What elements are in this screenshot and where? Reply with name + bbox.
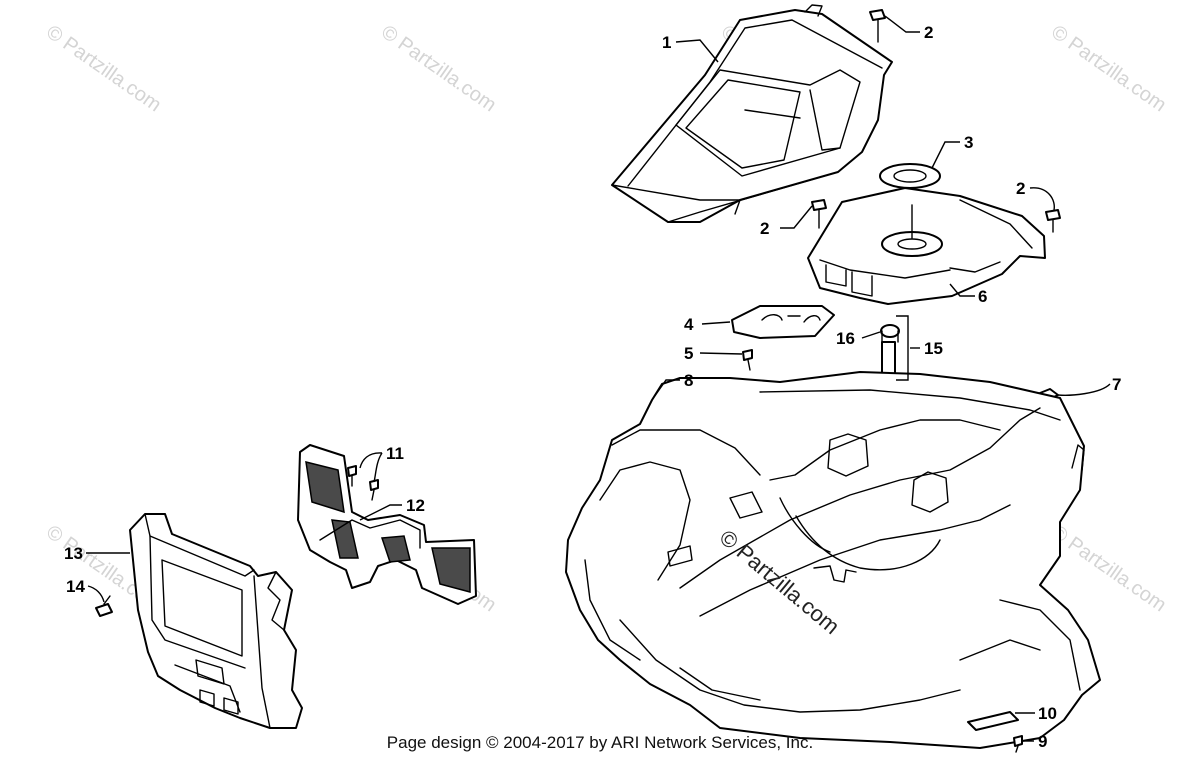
- part-5-screw[interactable]: [742, 349, 753, 371]
- callout-13: 13: [64, 544, 83, 563]
- callout-1: 1: [662, 33, 671, 52]
- part-10-strip[interactable]: [967, 711, 1019, 731]
- part-14-bolt[interactable]: [95, 595, 113, 617]
- callout-2-top: 2: [924, 23, 933, 42]
- part-13-front-bumper[interactable]: [129, 513, 303, 729]
- part-12-grille[interactable]: [297, 444, 477, 605]
- leader-lines: [86, 15, 1111, 742]
- callout-7: 7: [1112, 375, 1121, 394]
- callout-labels: 1 2 3 2 2 6 4 16 15 5 8 7 11 12 13 14 10…: [64, 23, 1121, 751]
- callout-9: 9: [1038, 732, 1047, 751]
- part-9-screw[interactable]: [1013, 735, 1023, 753]
- callout-12: 12: [406, 496, 425, 515]
- part-8-front-fender[interactable]: [565, 371, 1101, 749]
- callout-2-right: 2: [1016, 179, 1025, 198]
- callout-14: 14: [66, 577, 85, 596]
- callout-3: 3: [964, 133, 973, 152]
- part-2-bolt-left[interactable]: [811, 199, 827, 229]
- watermark-bottom-right: © Partzilla.com: [1047, 521, 1170, 616]
- callout-16: 16: [836, 329, 855, 348]
- watermark-top-left: © Partzilla.com: [42, 21, 165, 116]
- part-11-screw-b[interactable]: [369, 479, 379, 501]
- callout-5: 5: [684, 344, 693, 363]
- part-4-emblem[interactable]: [731, 305, 835, 339]
- watermark-top-center: © Partzilla.com: [377, 21, 500, 116]
- callout-8: 8: [684, 371, 693, 390]
- callout-15: 15: [924, 339, 943, 358]
- watermark-top-right: © Partzilla.com: [1047, 21, 1170, 116]
- footer-credit: Page design © 2004-2017 by ARI Network S…: [386, 733, 814, 752]
- part-6-tank-cover[interactable]: [807, 187, 1046, 305]
- callout-4: 4: [684, 315, 694, 334]
- callout-10: 10: [1038, 704, 1057, 723]
- callout-2-left: 2: [760, 219, 769, 238]
- part-11-screw-a[interactable]: [347, 465, 357, 487]
- part-3-gasket-ring[interactable]: [879, 163, 941, 189]
- part-2-bolt-top[interactable]: [869, 9, 886, 43]
- part-16-vent-cap[interactable]: [880, 324, 900, 343]
- part-1-hood-cover[interactable]: [611, 4, 893, 223]
- callout-6: 6: [978, 287, 987, 306]
- part-2-bolt-right[interactable]: [1045, 209, 1061, 233]
- callout-11: 11: [386, 444, 404, 463]
